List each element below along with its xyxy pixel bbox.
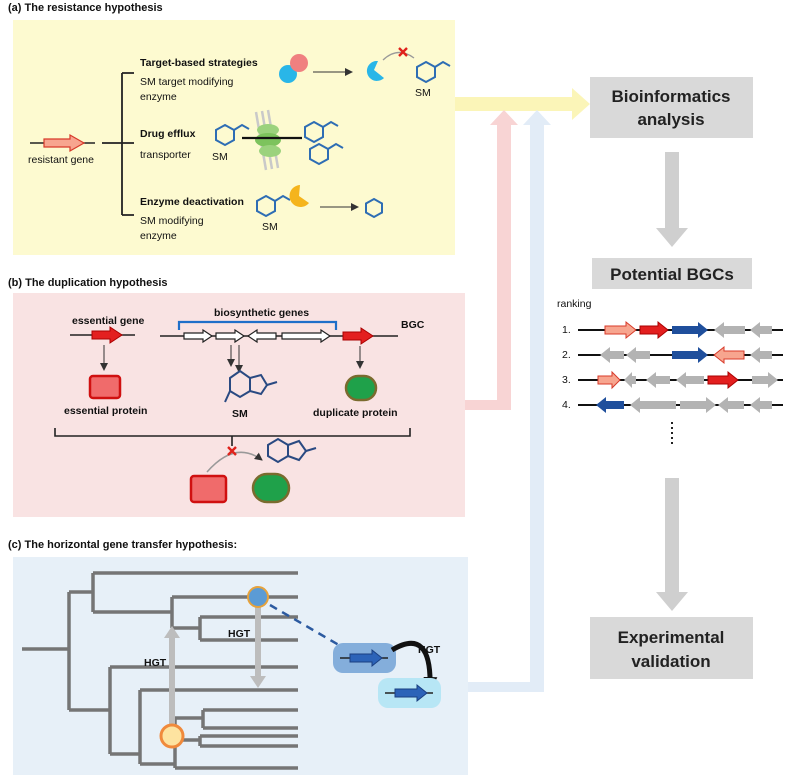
pink-flow-arrow [465,110,518,410]
panel-c-title: (c) The horizontal gene transfer hypothe… [8,539,237,551]
strategy-2-line1: transporter [140,149,191,161]
rank-2-label: 2. [562,349,571,361]
strategy-2-title: Drug efflux [140,128,196,140]
flow-arrows [455,88,688,692]
hgt-label-2: HGT [228,628,251,640]
essential-protein-icon-2 [189,474,228,504]
rank-4-label: 4. [562,399,571,411]
experimental-validation-box [590,617,753,679]
sm-molecule-1 [416,60,451,84]
rank-1-label: 1. [562,324,571,336]
sm-bicyclic-molecule-b1 [224,369,278,403]
sm-label-2: SM [212,151,228,163]
sm-molecule-2b [304,120,339,144]
target-protein-icon [279,54,308,83]
panel-b-title: (b) The duplication hypothesis [8,277,168,289]
strategy-3-line2: enzyme [140,230,177,242]
membrane-icon [254,109,281,171]
experimental-line1: Experimental [618,628,725,647]
sm-molecule-2c [309,142,344,166]
gray-down-arrow-2 [656,478,688,611]
block-cross-icon [398,47,408,57]
hgt-label-1: HGT [144,657,167,669]
deactivation-enzyme-icon [289,185,309,207]
sm-b-label: SM [232,408,248,420]
biosynthetic-gene-arrows [183,328,332,344]
sm-molecule-3 [256,194,291,218]
resistant-gene-label: resistant gene [28,154,94,166]
essential-protein-icon [88,374,122,400]
biosynthetic-genes-label: biosynthetic genes [214,307,309,319]
bioinformatics-box [590,77,753,138]
strategy-bracket [102,72,134,216]
strategy-1-title: Target-based strategies [140,57,258,69]
rank-3-label: 3. [562,374,571,386]
potential-bgcs-label: Potential BGCs [610,265,734,284]
blue-flow-arrow [468,110,551,692]
phylogenetic-tree [22,571,298,770]
modified-target-icon [366,60,384,81]
bioinformatics-line1: Bioinformatics [611,87,730,106]
deactivated-sm-icon [365,197,383,219]
resistant-gene-arrow [43,133,86,153]
ranked-bgc-list: 1. 2. 3. 4. [562,320,783,446]
sm-molecule-2a [215,123,250,147]
bgc-label: BGC [401,319,425,331]
strategy-3-line1: SM modifying [140,215,204,227]
recipient-node-icon [159,723,185,749]
yellow-flow-arrow [455,88,590,120]
duplicate-gene-arrow [342,327,374,345]
essential-gene-arrow [91,326,123,344]
strategy-3-title: Enzyme deactivation [140,196,244,208]
bioinformatics-line2: analysis [637,110,704,129]
potential-bgcs-box [592,258,752,289]
duplicate-protein-icon-2 [251,472,291,504]
strategy-1-line1: SM target modifying [140,76,234,88]
panel-a-title: (a) The resistance hypothesis [8,2,163,14]
experimental-line2: validation [631,652,710,671]
sm-bicyclic-molecule-b2 [267,437,317,464]
hgt-label-3: HGT [418,644,441,656]
duplicate-protein-label: duplicate protein [313,407,398,419]
sm-label-3: SM [262,221,278,233]
essential-protein-label: essential protein [64,405,147,417]
sm-label-1: SM [415,87,431,99]
essential-gene-label: essential gene [72,315,145,327]
hgt-transfer-arrow [390,640,438,691]
ranking-label: ranking [557,298,592,310]
donor-node-icon [247,586,269,608]
strategy-1-line2: enzyme [140,91,177,103]
duplicate-protein-icon [344,374,378,402]
gray-down-arrow-1 [656,152,688,247]
biosynthetic-bracket [177,320,338,330]
binding-cross-icon [227,446,237,456]
panel-b-background [13,293,465,517]
